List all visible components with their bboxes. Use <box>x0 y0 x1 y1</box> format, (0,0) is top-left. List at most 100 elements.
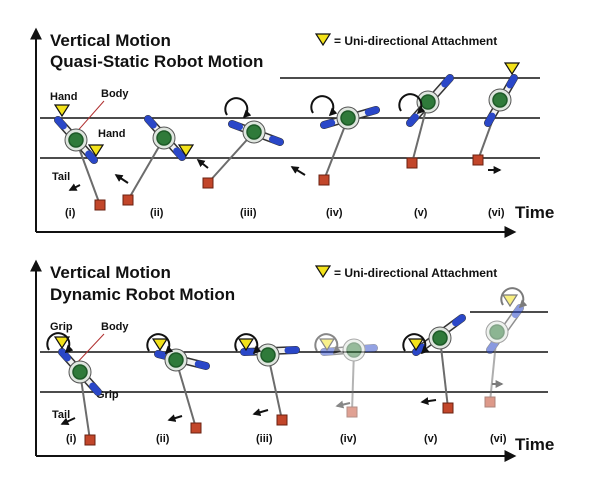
step-label: (ii) <box>156 433 170 445</box>
robot <box>235 334 296 425</box>
hand-pad <box>62 352 67 358</box>
hand-pad <box>324 123 332 125</box>
hand-pad <box>324 351 332 352</box>
legend: = Uni-directional Attachment <box>316 34 497 48</box>
panel-quasi-static: Vertical Motion Quasi-Static Robot Motio… <box>36 30 554 232</box>
robot-body <box>157 131 171 145</box>
attachment-icon <box>505 63 519 74</box>
direction-icon <box>422 400 436 402</box>
label-grip-top: Grip <box>50 321 73 333</box>
step-label: (vi) <box>488 207 505 219</box>
tail-block <box>277 415 287 425</box>
legend-text: = Uni-directional Attachment <box>334 34 497 48</box>
tail-block <box>319 175 329 185</box>
time-axis-label: Time <box>515 203 554 222</box>
attachment-legend-icon <box>316 34 330 45</box>
tail-block <box>203 178 213 188</box>
robot <box>485 288 523 407</box>
robot <box>147 334 206 433</box>
label-body: Body <box>101 321 129 333</box>
robot <box>473 63 519 170</box>
label-hand-top: Hand <box>50 91 78 103</box>
hand-pad <box>93 386 98 392</box>
hand-pad <box>488 116 492 123</box>
robot-body <box>73 365 87 379</box>
robot-body <box>69 133 83 147</box>
tail-block <box>473 155 483 165</box>
robot-body <box>247 125 261 139</box>
panel-subtitle: Dynamic Robot Motion <box>50 285 235 304</box>
tail-block <box>191 423 201 433</box>
hand-pad <box>148 119 153 125</box>
hand-pad <box>490 343 495 350</box>
tail-block <box>347 407 357 417</box>
panel-subtitle: Quasi-Static Robot Motion <box>50 52 263 71</box>
label-tail: Tail <box>52 409 70 421</box>
step-label: (v) <box>414 207 428 219</box>
tail-block <box>85 435 95 445</box>
robot <box>116 119 193 205</box>
hand-pad <box>177 151 182 157</box>
hand-pad <box>232 124 239 127</box>
hand-pad <box>410 117 415 123</box>
label-hand-lower: Hand <box>98 128 126 140</box>
hand-pad <box>89 154 94 160</box>
panel-title: Vertical Motion <box>50 31 171 50</box>
hand-pad <box>456 318 462 323</box>
direction-icon <box>292 167 305 175</box>
hand-pad <box>198 364 206 366</box>
step-label: (vi) <box>490 433 507 445</box>
robot-body <box>261 348 275 362</box>
robot-body <box>421 95 435 109</box>
direction-icon <box>116 175 128 183</box>
hand-pad <box>368 110 376 112</box>
robot <box>292 96 376 185</box>
legend-text: = Uni-directional Attachment <box>334 266 497 280</box>
direction-icon <box>198 160 208 168</box>
hand-pad <box>510 78 514 85</box>
robot-sequence <box>47 288 523 445</box>
step-label: (v) <box>424 433 438 445</box>
robot <box>315 334 374 417</box>
step-label: (iv) <box>340 433 357 445</box>
tail-block <box>485 397 495 407</box>
robot-body <box>169 353 183 367</box>
direction-icon <box>254 410 268 414</box>
direction-icon <box>169 416 182 420</box>
rotation-icon <box>311 96 333 115</box>
direction-icon <box>337 403 350 406</box>
hand-pad <box>515 308 520 315</box>
attachment-icon <box>153 339 167 350</box>
step-label: (i) <box>66 433 77 445</box>
step-label: (i) <box>65 207 76 219</box>
robot-body <box>493 93 507 107</box>
step-label: (iii) <box>256 433 273 445</box>
robot <box>399 78 450 168</box>
attachment-legend-icon <box>316 266 330 277</box>
robot-body <box>433 331 447 345</box>
hand-pad <box>273 139 280 142</box>
robot-body <box>347 343 361 357</box>
step-label: (ii) <box>150 207 164 219</box>
robot <box>403 318 462 413</box>
hand-pad <box>58 120 63 126</box>
panel-title: Vertical Motion <box>50 263 171 282</box>
tail-block <box>95 200 105 210</box>
tail-block <box>443 403 453 413</box>
attachment-icon <box>55 105 69 116</box>
robot <box>47 333 98 445</box>
attachment-icon <box>503 295 517 306</box>
label-body: Body <box>101 88 129 100</box>
tail-block <box>407 158 417 168</box>
tail-block <box>123 195 133 205</box>
panel-dynamic: Vertical Motion Dynamic Robot Motion = U… <box>36 262 554 456</box>
hand-pad <box>366 348 374 349</box>
robot-body <box>341 111 355 125</box>
legend: = Uni-directional Attachment <box>316 266 497 280</box>
hand-pad <box>445 78 450 84</box>
step-label: (iii) <box>240 207 257 219</box>
label-tail: Tail <box>52 171 70 183</box>
hand-pad <box>158 354 166 356</box>
